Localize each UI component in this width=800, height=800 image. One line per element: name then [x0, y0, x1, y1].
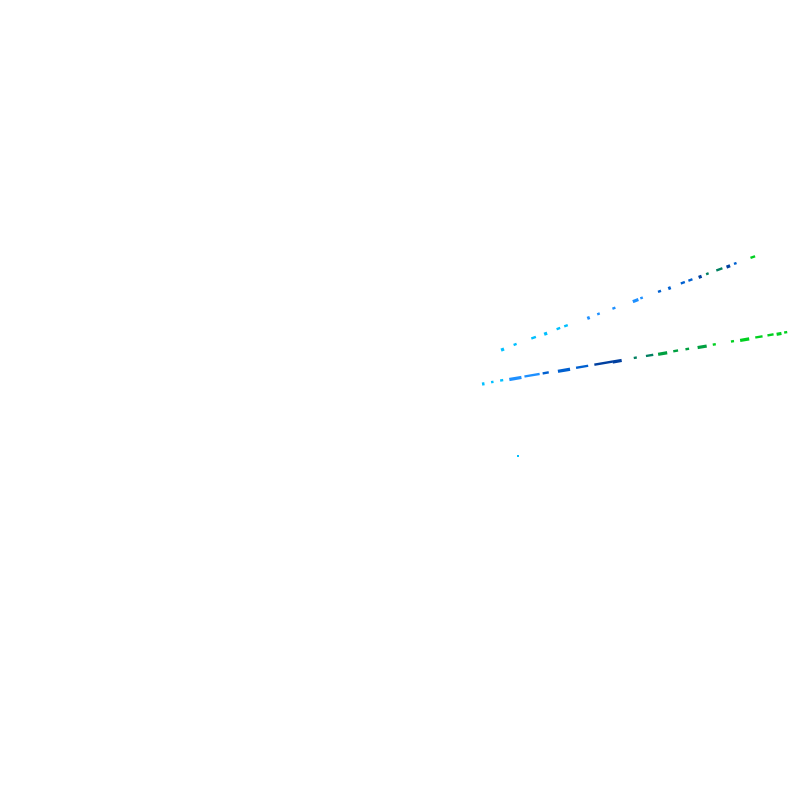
track-band — [687, 278, 693, 282]
track-band — [657, 351, 668, 356]
track-band — [575, 364, 589, 369]
track-band — [698, 274, 703, 279]
track-band — [632, 298, 639, 304]
track-band — [730, 339, 735, 343]
track-band — [750, 255, 756, 260]
track-band — [530, 335, 537, 340]
track-band — [524, 372, 540, 378]
track-band — [715, 267, 723, 272]
track-band — [680, 280, 686, 285]
track-band — [543, 331, 548, 336]
track-band — [586, 315, 591, 320]
track-band — [776, 331, 782, 336]
track-band — [500, 347, 505, 352]
track-band — [513, 342, 518, 347]
track-band — [755, 335, 763, 339]
track-band — [667, 286, 672, 291]
track-band — [705, 272, 710, 276]
track-lower — [481, 330, 788, 386]
track-band — [639, 296, 644, 300]
track-band — [557, 367, 571, 373]
track-band — [509, 375, 522, 382]
track-band — [499, 378, 504, 382]
track-upper — [500, 255, 756, 352]
track-band — [733, 261, 737, 266]
track-band — [712, 343, 717, 346]
track-band — [596, 312, 601, 316]
track-band — [673, 349, 679, 353]
track-band — [767, 333, 774, 337]
track-band — [611, 306, 616, 310]
track-band — [645, 353, 654, 358]
track-band — [633, 356, 638, 360]
track-band — [563, 323, 569, 328]
track-band — [556, 326, 561, 331]
track-band — [594, 360, 613, 366]
track-band — [490, 380, 494, 384]
track-band — [685, 347, 690, 351]
track-band — [783, 330, 788, 334]
track-band — [697, 344, 707, 350]
track-band — [542, 371, 549, 375]
track-band — [657, 289, 662, 294]
track-band — [739, 337, 750, 342]
track-band — [725, 264, 731, 269]
track-band — [612, 358, 622, 364]
stray-dot — [517, 455, 519, 457]
track-band — [481, 382, 485, 386]
